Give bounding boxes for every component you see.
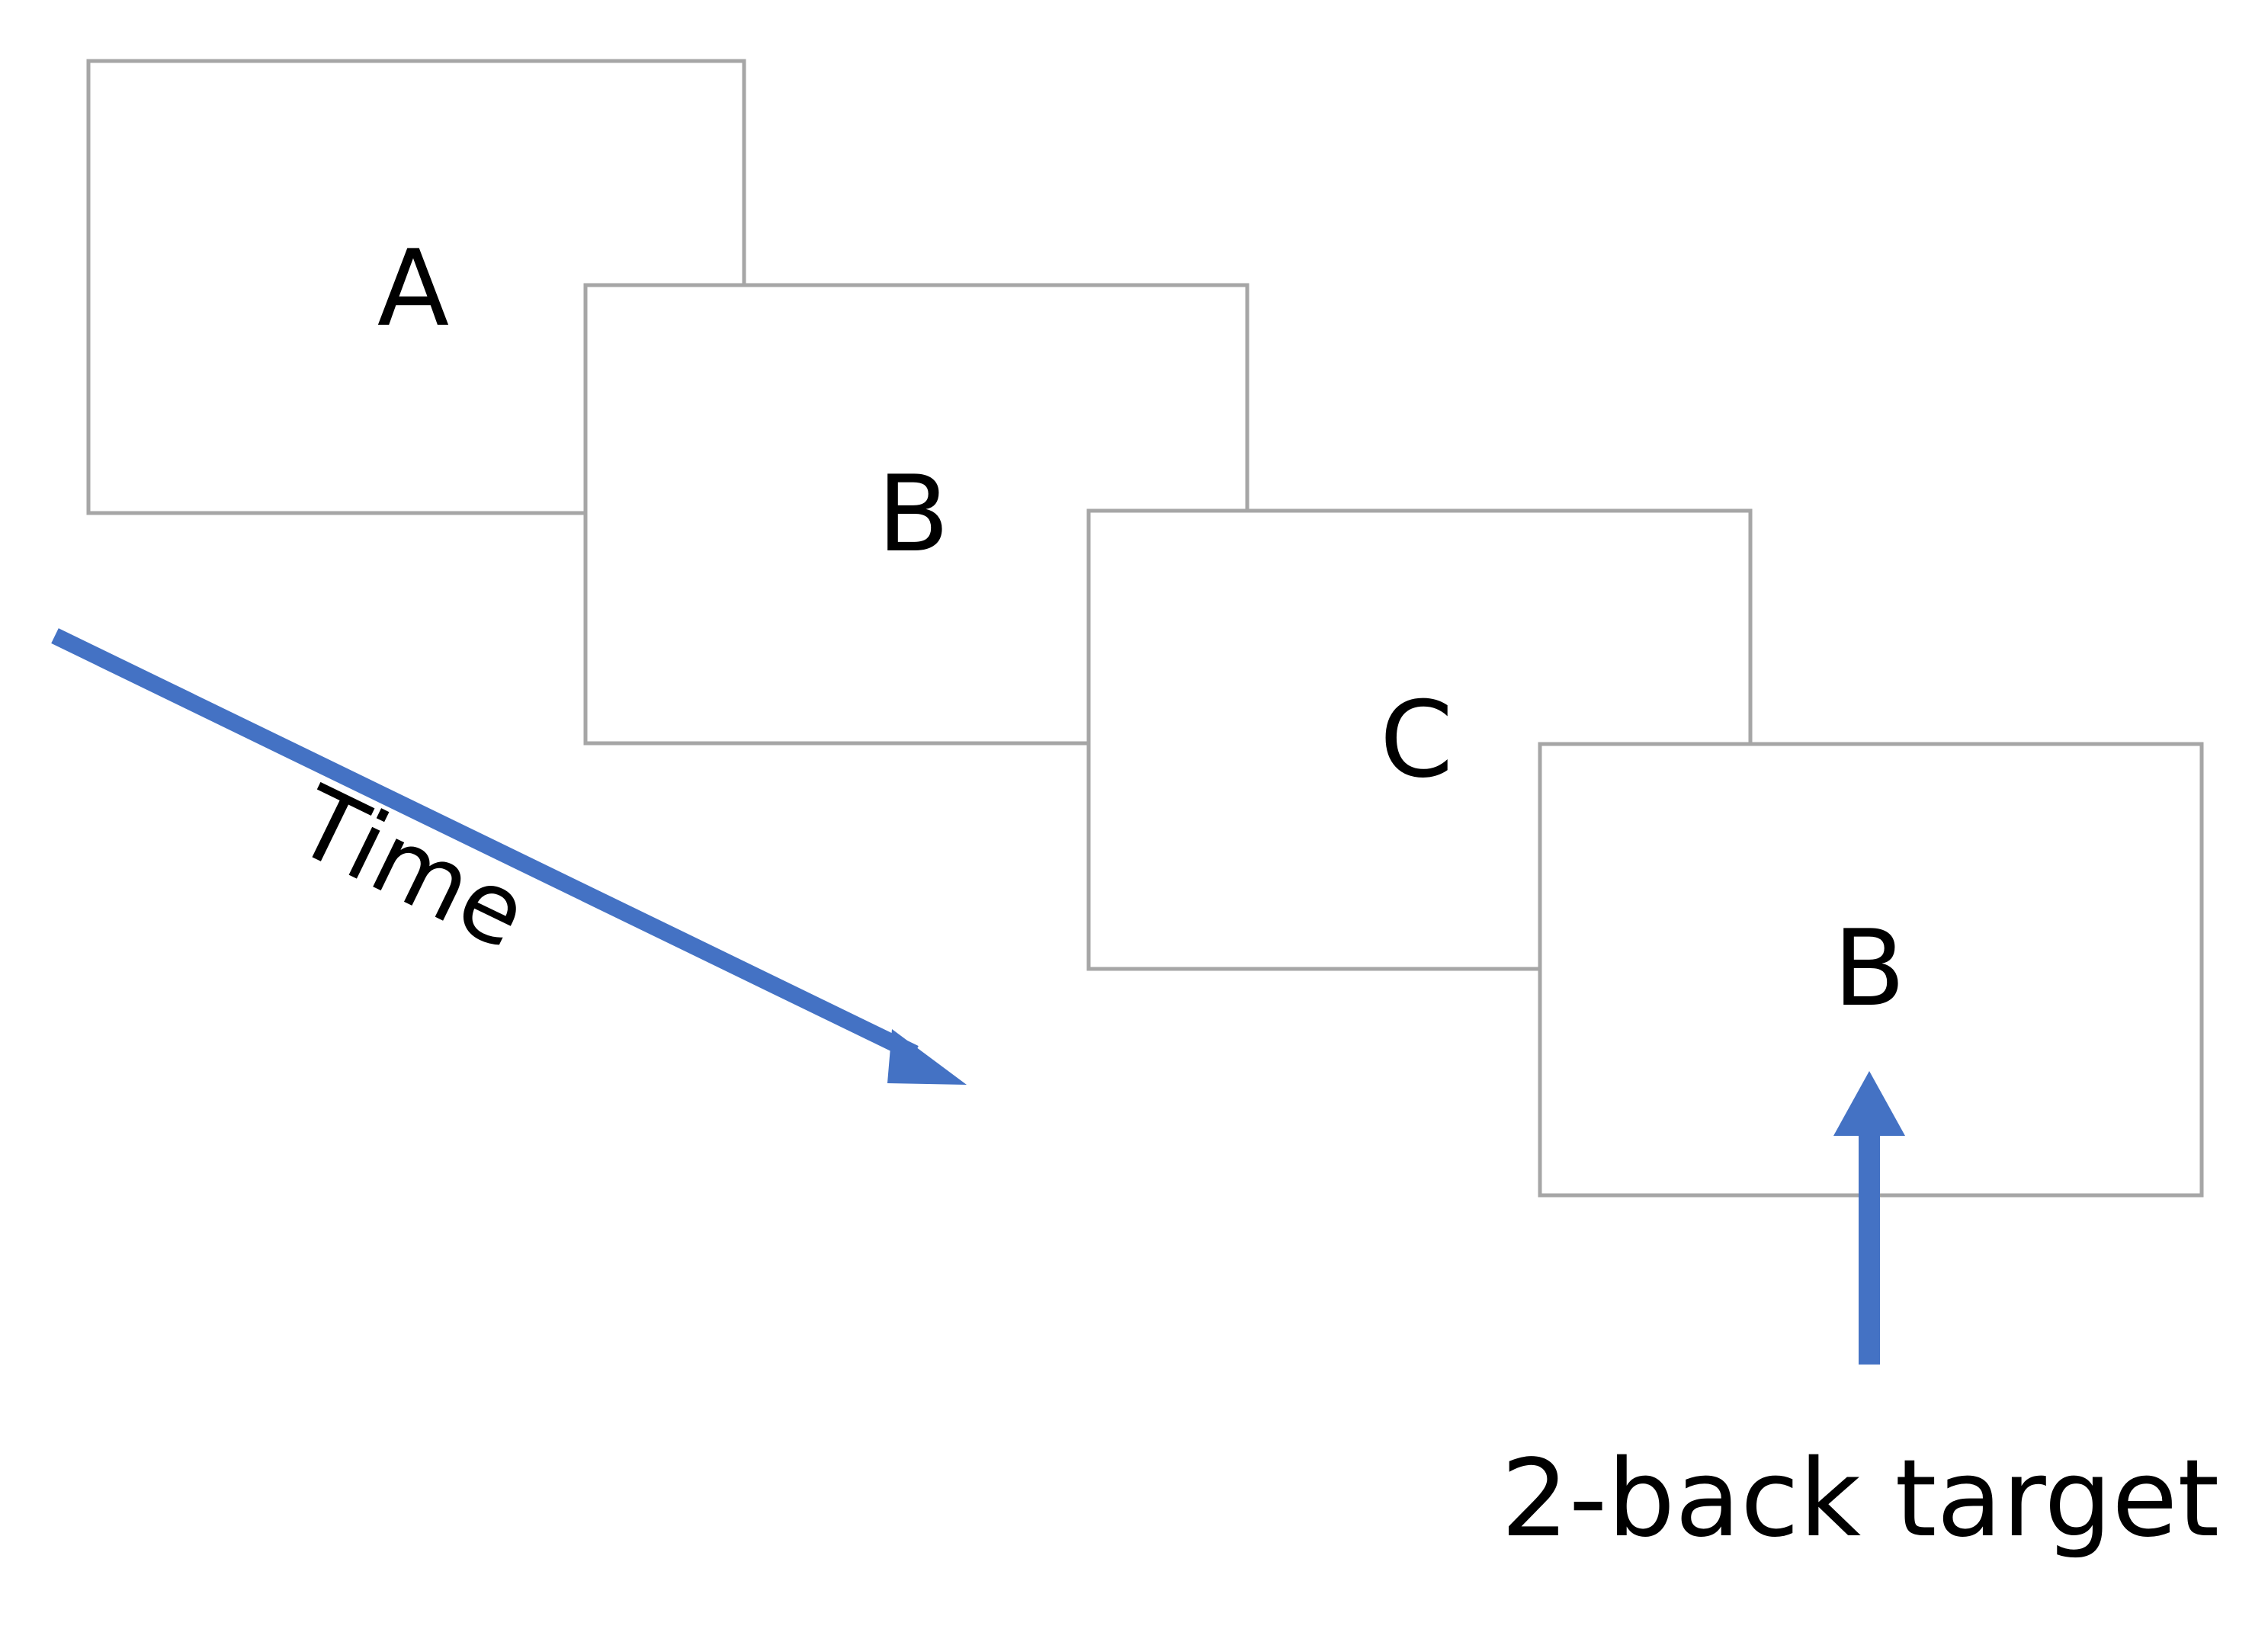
- target-arrow: [1833, 1071, 1905, 1365]
- stimulus-letter-2: B: [877, 453, 950, 576]
- time-arrow-head: [887, 1029, 967, 1085]
- time-arrow-shaft: [51, 628, 919, 1061]
- stimulus-letter-1: A: [377, 227, 449, 350]
- target-arrow-head: [1833, 1071, 1905, 1136]
- target-arrow-shaft: [1859, 1128, 1880, 1365]
- time-label: Time: [279, 765, 544, 971]
- stimulus-letter-4: B: [1833, 907, 1906, 1030]
- stimulus-letter-3: C: [1380, 678, 1453, 801]
- target-label: 2-back target: [1501, 1437, 2219, 1561]
- time-arrow: [51, 628, 967, 1085]
